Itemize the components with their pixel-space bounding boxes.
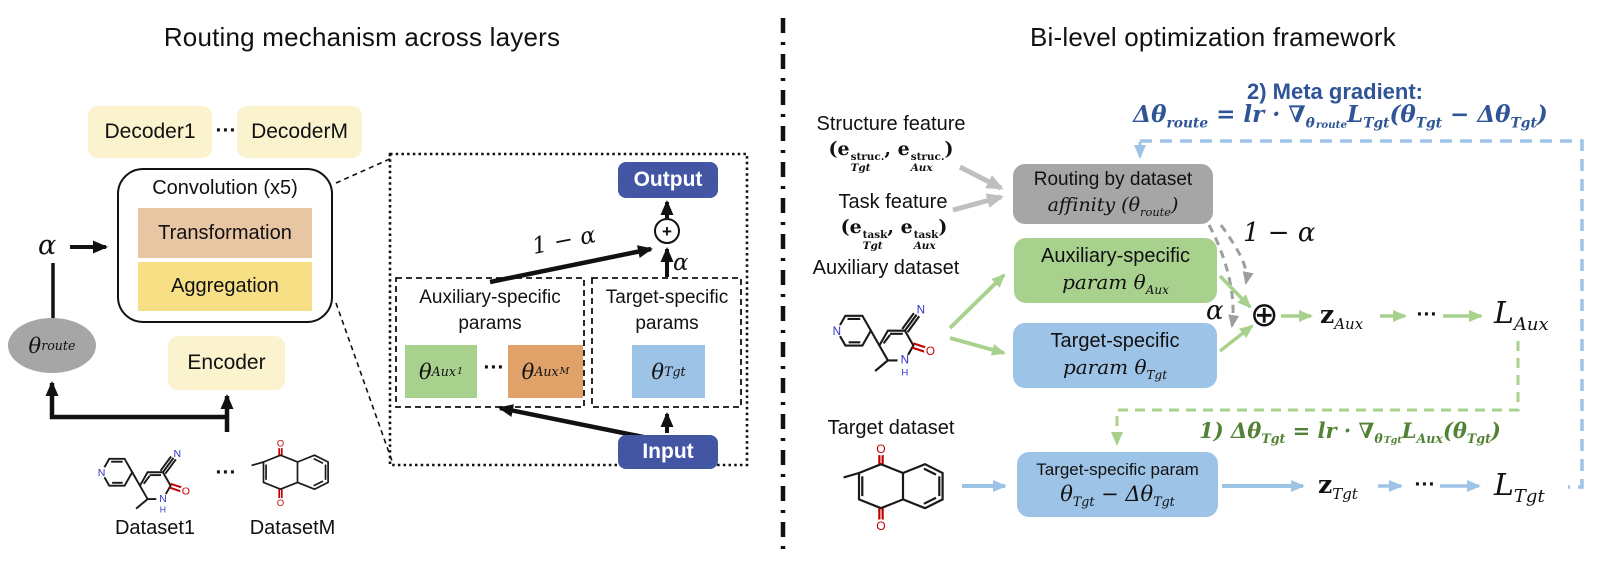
task-feature-label: Task feature xyxy=(838,191,948,213)
l-aux-label: LAux xyxy=(1494,296,1549,335)
aux-flow-arrows xyxy=(948,273,1483,356)
tgt-params-label: Target-specific params xyxy=(594,285,740,336)
tgt-param-line2: param θTgt xyxy=(1062,354,1168,382)
sum-node: + xyxy=(654,218,680,244)
routing-affinity-box: Routing by dataset affinity (θroute) xyxy=(1013,164,1213,224)
meta-gradient-dashed-path xyxy=(1134,139,1584,489)
bottom-box-line2: θTgt − ΔθTgt xyxy=(1060,481,1175,509)
aux-param-box: Auxiliary-specific param θAux xyxy=(1014,238,1217,303)
meta-gradient-label: 2) Meta gradient: xyxy=(1246,79,1424,104)
dataset1-molecule-svg xyxy=(94,446,193,516)
routing-box-line2: affinity (θroute) xyxy=(1047,194,1179,219)
z-tgt-label: zTgt xyxy=(1318,470,1358,503)
right-panel-title: Bi-level optimization framework xyxy=(1030,22,1396,52)
decoder-dots: ··· xyxy=(215,119,237,142)
output-box: Output xyxy=(618,162,718,198)
aux-params-line2: params xyxy=(458,312,522,334)
l-tgt-label: LTgt xyxy=(1494,468,1545,507)
encoder-box: Encoder xyxy=(168,336,285,390)
left-alpha-arrow xyxy=(51,240,108,320)
bottom-box-line1: Target-specific param xyxy=(1036,459,1199,479)
tgt-params-line1: Target-specific xyxy=(605,287,729,308)
datasetM-molecule-svg xyxy=(250,437,329,510)
one-minus-alpha-label-right: 1 − α xyxy=(1243,218,1316,248)
zoom-connector-lines xyxy=(335,157,393,462)
meta-gradient-formula: Δθroute = lr · ∇θrouteLTgt(θTgt − ΔθTgt) xyxy=(1133,101,1548,132)
datasetM-molecule xyxy=(238,436,340,527)
bottom-target-param-box: Target-specific param θTgt − ΔθTgt xyxy=(1017,452,1218,517)
convolution-title: Convolution (x5) xyxy=(152,177,298,199)
aux-params-line1: Auxiliary-specific xyxy=(419,287,561,308)
auxiliary-molecule-svg xyxy=(829,301,938,380)
z-aux-label: zAux xyxy=(1320,300,1364,333)
decoderM-box: DecoderM xyxy=(237,106,362,158)
tgt-params-line2: params xyxy=(635,312,699,334)
input-box: Input xyxy=(618,435,718,469)
alpha-label-detail: α xyxy=(673,250,689,276)
alpha-label-left: α xyxy=(38,230,57,261)
target-molecule-svg xyxy=(842,441,944,535)
decoder1-box: Decoder1 xyxy=(88,106,212,158)
auxiliary-dataset-label: Auxiliary dataset xyxy=(812,257,960,279)
routing-dashed-curves xyxy=(1207,224,1254,328)
alpha-label-right: α xyxy=(1206,296,1224,326)
detail-arrows xyxy=(489,200,674,443)
tgt-param-box: Target-specific param θTgt xyxy=(1013,323,1217,388)
feature-arrows xyxy=(952,164,1004,213)
aggregation-box: Aggregation xyxy=(138,262,312,311)
target-molecule xyxy=(826,440,958,555)
dataset1-label: Dataset1 xyxy=(114,517,196,539)
tgt-chain-dots: ··· xyxy=(1414,473,1436,496)
structure-feature-label: Structure feature xyxy=(816,113,966,135)
aux-params-label: Auxiliary-specific params xyxy=(400,285,580,336)
aux-chain-dots: ··· xyxy=(1416,303,1438,326)
oplus-node: ⊕ xyxy=(1250,295,1279,335)
inner-gradient-dashed-path xyxy=(1111,341,1520,446)
dataset1-molecule xyxy=(92,432,207,529)
datasetM-label: DatasetM xyxy=(249,517,336,539)
routing-box-line1: Routing by dataset xyxy=(1033,169,1193,191)
left-panel-title: Routing mechanism across layers xyxy=(163,22,561,52)
transformation-box: Transformation xyxy=(138,208,312,258)
left-bottom-arrows xyxy=(45,381,234,432)
theta-dots: ··· xyxy=(483,356,505,379)
aux-param-line1: Auxiliary-specific xyxy=(1041,244,1190,267)
target-dataset-label: Target dataset xyxy=(827,417,955,439)
detail-dotted-frame xyxy=(388,152,749,467)
aux-param-line2: param θAux xyxy=(1062,269,1169,297)
inner-gradient-formula: 1) ΔθTgt = lr · ∇θTgtLAux(θTgt) xyxy=(1199,418,1501,447)
dataset-dots: ··· xyxy=(215,461,237,484)
auxiliary-molecule xyxy=(826,286,954,393)
tgt-param-line1: Target-specific xyxy=(1050,329,1180,352)
